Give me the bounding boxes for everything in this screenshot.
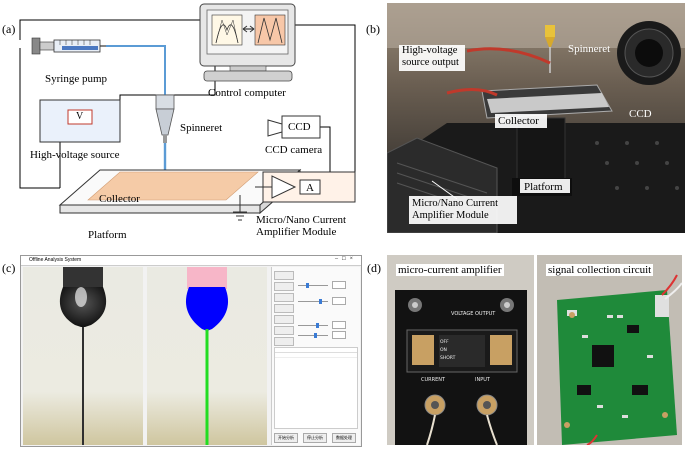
side-button-1[interactable] <box>274 271 294 280</box>
spinneret-icon <box>155 94 175 143</box>
slider-3[interactable] <box>298 325 328 326</box>
setup-photo-render <box>387 3 685 233</box>
side-button-7[interactable] <box>274 337 294 346</box>
platform-label-b: Platform <box>524 181 563 193</box>
ground-icon <box>233 195 247 221</box>
voltmeter-display <box>67 109 93 125</box>
slider-3-thumb[interactable] <box>316 323 319 328</box>
amp-module-label-b-2: Amplifier Module <box>412 210 489 221</box>
ccd-symbol: CCD <box>288 121 311 133</box>
collector-plate <box>87 171 259 201</box>
side-button-4[interactable] <box>274 304 294 313</box>
collector-label-b: Collector <box>498 115 539 127</box>
setup-photo <box>387 3 685 233</box>
side-button-3[interactable] <box>274 293 294 302</box>
collector-label-a: Collector <box>99 193 140 205</box>
hv-output-label-2: source output <box>402 57 459 68</box>
amp-module-label-b-1: Micro/Nano Current <box>412 198 499 209</box>
current-text: CURRENT <box>421 377 446 383</box>
slider-2[interactable] <box>298 301 328 302</box>
value-input-2[interactable] <box>332 297 346 305</box>
circuit-photo-render <box>537 255 682 445</box>
value-input-3[interactable] <box>332 321 346 329</box>
hv-output-label-1: High-voltage <box>402 45 458 56</box>
slider-1[interactable] <box>298 285 328 286</box>
segmented-droplet-image <box>147 267 267 445</box>
ccd-label-b: CCD <box>629 108 652 120</box>
slider-4[interactable] <box>298 335 328 336</box>
panel-c-letter: (c) <box>2 261 16 275</box>
slider-2-thumb[interactable] <box>319 299 322 304</box>
control-computer-label: Control computer <box>208 87 286 99</box>
start-analysis-button[interactable]: 开始分析 <box>274 433 298 443</box>
panel-d-letter: (d) <box>367 261 381 275</box>
table-row <box>275 353 357 358</box>
ccd-camera-label: CCD camera <box>265 144 323 156</box>
panel-a-letter: (a) <box>2 22 16 36</box>
analysis-app-window: Offline Analysis System –□× <box>20 255 362 447</box>
amplifier-photo <box>387 255 534 445</box>
schematic-diagram <box>19 3 356 221</box>
panel-b-letter: (b) <box>366 22 380 36</box>
spinneret-label-b: Spinneret <box>568 43 611 55</box>
value-input-1[interactable] <box>332 281 346 289</box>
window-controls[interactable]: –□× <box>334 256 357 262</box>
amp-module-label-a-2: Amplifier Module <box>256 226 337 238</box>
slider-1-thumb[interactable] <box>306 283 309 288</box>
syringe-pump-label: Syringe pump <box>45 73 108 85</box>
process-data-button[interactable]: 数据处理 <box>332 433 356 443</box>
amplifier-icon <box>255 171 356 203</box>
short-text: SHORT <box>440 356 456 361</box>
amplifier-photo-render <box>387 255 534 445</box>
control-panel: 开始分析 停止分析 数据处理 <box>271 267 360 445</box>
hv-source-label: High-voltage source <box>30 149 120 161</box>
on-text: ON <box>440 348 447 353</box>
hv-symbol: V <box>76 111 84 122</box>
results-table <box>274 347 358 429</box>
stop-analysis-button[interactable]: 停止分析 <box>303 433 327 443</box>
computer-icon <box>199 3 296 82</box>
platform-label-a: Platform <box>88 229 127 241</box>
circuit-photo-title: signal collection circuit <box>546 264 654 276</box>
voltage-output-text: VOLTAGE OUTPUT <box>451 311 496 317</box>
input-text: INPUT <box>475 377 490 383</box>
slider-4-thumb[interactable] <box>314 333 317 338</box>
title-bar: Offline Analysis System –□× <box>21 256 361 266</box>
syringe-pump-icon <box>31 37 106 55</box>
spinneret-label-a: Spinneret <box>180 122 223 134</box>
amp-module-label-a-1: Micro/Nano Current <box>256 214 347 226</box>
amp-symbol: A <box>306 182 314 194</box>
feed-tube <box>106 45 166 95</box>
window-title: Offline Analysis System <box>29 257 82 263</box>
off-text: OFF <box>440 340 449 345</box>
side-button-5[interactable] <box>274 315 294 324</box>
value-input-4[interactable] <box>332 331 346 339</box>
ccd-camera-icon <box>267 115 321 139</box>
raw-droplet-image <box>23 267 143 445</box>
side-button-6[interactable] <box>274 326 294 335</box>
side-button-2[interactable] <box>274 282 294 291</box>
circuit-photo <box>537 255 682 445</box>
table-header-row <box>275 348 357 353</box>
amp-photo-title: micro-current amplifier <box>396 264 504 276</box>
